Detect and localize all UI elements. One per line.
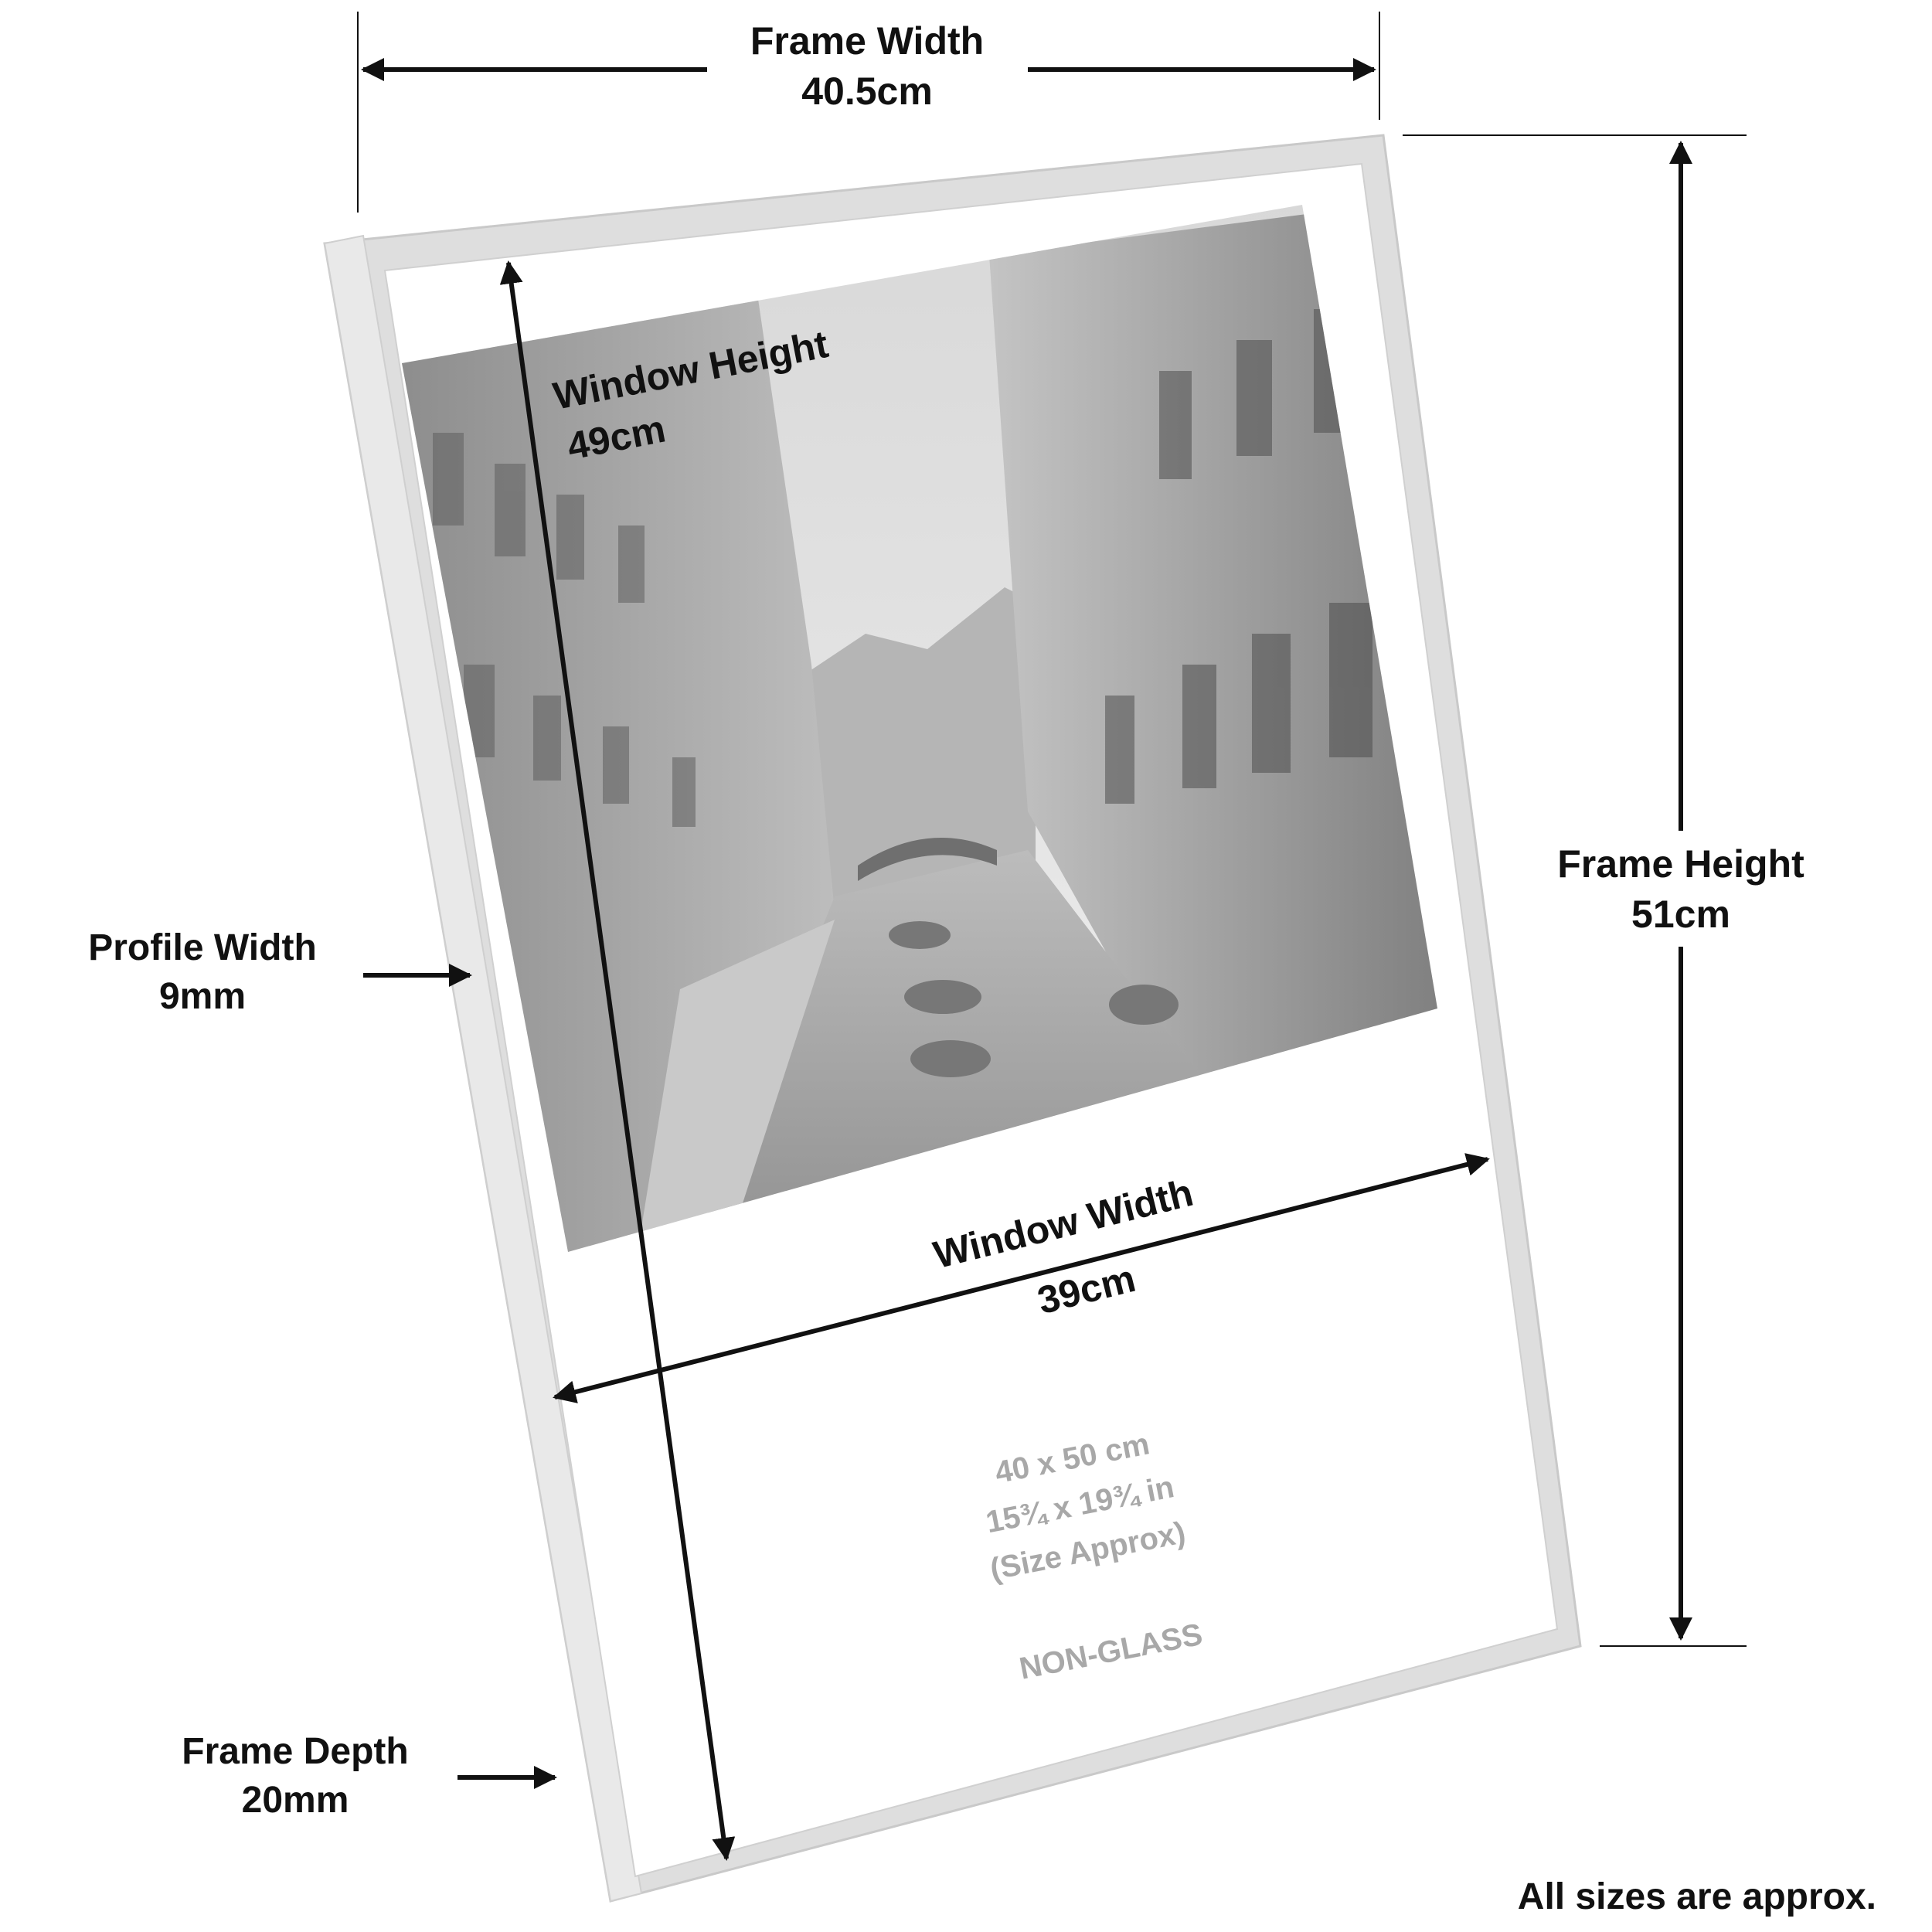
frame-height-value: 51cm	[1631, 893, 1730, 936]
window-height-arrow	[499, 260, 736, 1861]
frame-depth-label: Frame Depth	[182, 1731, 408, 1772]
profile-width-value: 9mm	[159, 976, 246, 1017]
frame-width-label: Frame Width	[750, 19, 984, 63]
window-width-arrow	[553, 1153, 1490, 1403]
dimension-lines	[357, 12, 1747, 1861]
frame-height-label: Frame Height	[1557, 842, 1804, 886]
frame-depth-value: 20mm	[242, 1780, 349, 1821]
profile-width-label: Profile Width	[88, 927, 317, 968]
footnote: All sizes are approx.	[1518, 1876, 1876, 1917]
frame-width-value: 40.5cm	[801, 70, 933, 113]
